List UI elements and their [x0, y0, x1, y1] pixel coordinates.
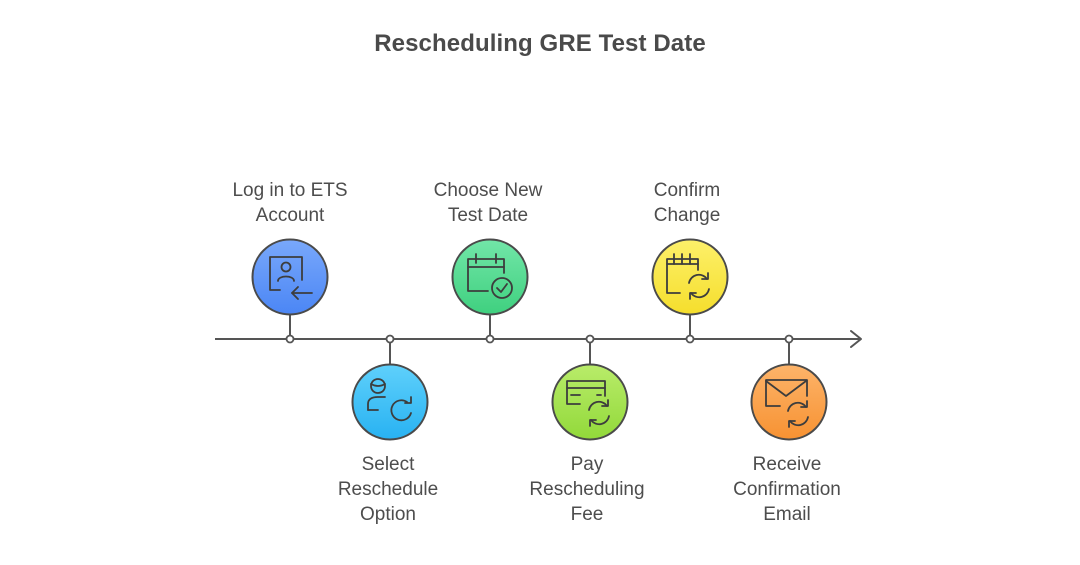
step-6-label: Receive Confirmation Email — [733, 454, 841, 525]
step-2-node — [351, 334, 429, 441]
step-1-label: Log in to ETS Account — [232, 180, 348, 226]
mail-refresh-icon — [765, 379, 809, 428]
step-4-label: Pay Rescheduling Fee — [529, 454, 645, 525]
step-5-node — [651, 238, 729, 344]
user-refresh-icon — [367, 378, 412, 422]
step-3-label: Choose New Test Date — [433, 180, 543, 226]
diagram-title: Rescheduling GRE Test Date — [374, 30, 706, 57]
step-2-label: Select Reschedule Option — [337, 454, 439, 525]
step-4-node — [551, 334, 629, 441]
calendar-refresh-icon — [666, 253, 710, 300]
card-refresh-icon — [566, 380, 610, 427]
login-profile-icon — [269, 256, 313, 300]
timeline-axis — [215, 330, 862, 348]
step-3-node — [451, 238, 529, 344]
step-6-node — [750, 334, 828, 441]
step-1-node — [251, 238, 329, 344]
arrow-head-icon — [850, 330, 862, 348]
calendar-check-icon — [467, 253, 513, 299]
step-5-label: Confirm Change — [653, 180, 721, 226]
